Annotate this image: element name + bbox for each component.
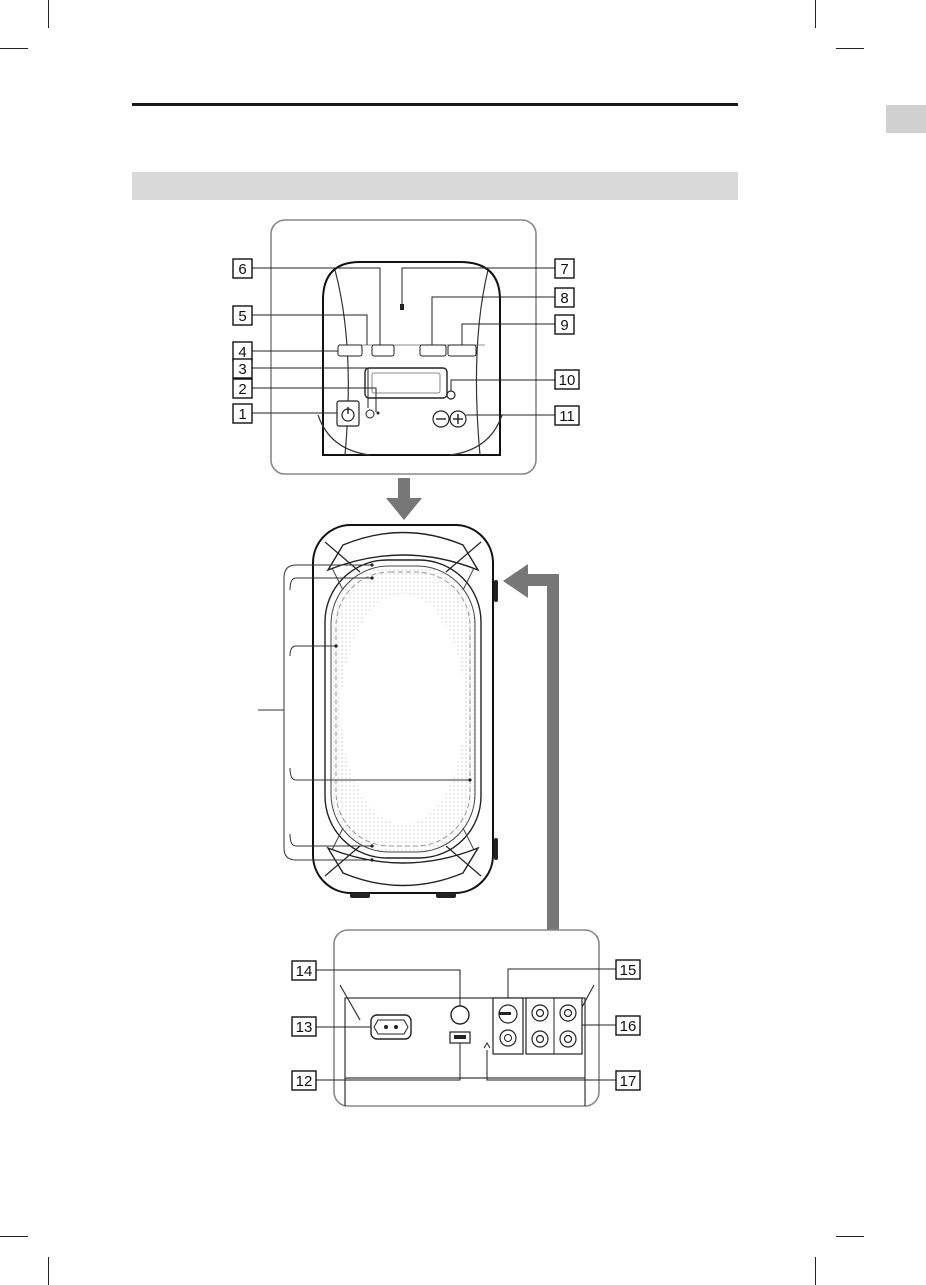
callout-11: 11	[559, 408, 575, 425]
power-icon	[337, 401, 359, 426]
button-5	[372, 345, 394, 356]
display-window	[365, 368, 447, 398]
top-panel-view	[252, 220, 555, 474]
callout-12: 12	[296, 1073, 313, 1090]
callout-17: 17	[620, 1073, 637, 1090]
callout-7: 7	[560, 261, 568, 278]
button-9	[448, 345, 476, 356]
callout-16: 16	[620, 1018, 637, 1035]
mic-hole-icon	[400, 304, 404, 310]
button-8	[420, 345, 446, 356]
speaker-front-view	[258, 525, 498, 898]
callout-9: 9	[560, 317, 568, 334]
indicator-3	[377, 412, 380, 415]
callout-2: 2	[238, 381, 246, 398]
rear-panel-view	[315, 930, 616, 1106]
minus-icon	[433, 411, 449, 427]
callout-1: 1	[238, 406, 246, 423]
plus-icon	[450, 411, 466, 427]
headphone-icon	[447, 391, 455, 399]
ac-inlet-icon	[371, 1015, 411, 1039]
arrow-up-icon	[526, 580, 553, 930]
top-panel-frame	[271, 220, 536, 474]
button-2	[366, 410, 374, 418]
callout-14: 14	[296, 963, 313, 980]
top-curve-right	[476, 270, 488, 455]
callout-10: 10	[559, 372, 576, 389]
button-4	[338, 345, 362, 356]
callout-6: 6	[238, 261, 246, 278]
button-14	[451, 1006, 469, 1024]
hole-17	[484, 1043, 490, 1048]
callout-15: 15	[620, 962, 637, 979]
callout-4: 4	[238, 344, 246, 361]
callout-5: 5	[238, 308, 246, 325]
arrow-down-icon	[386, 478, 422, 520]
callout-3: 3	[238, 361, 246, 378]
top-curve-left	[335, 270, 348, 455]
callout-13: 13	[296, 1019, 313, 1036]
callout-8: 8	[560, 290, 568, 307]
